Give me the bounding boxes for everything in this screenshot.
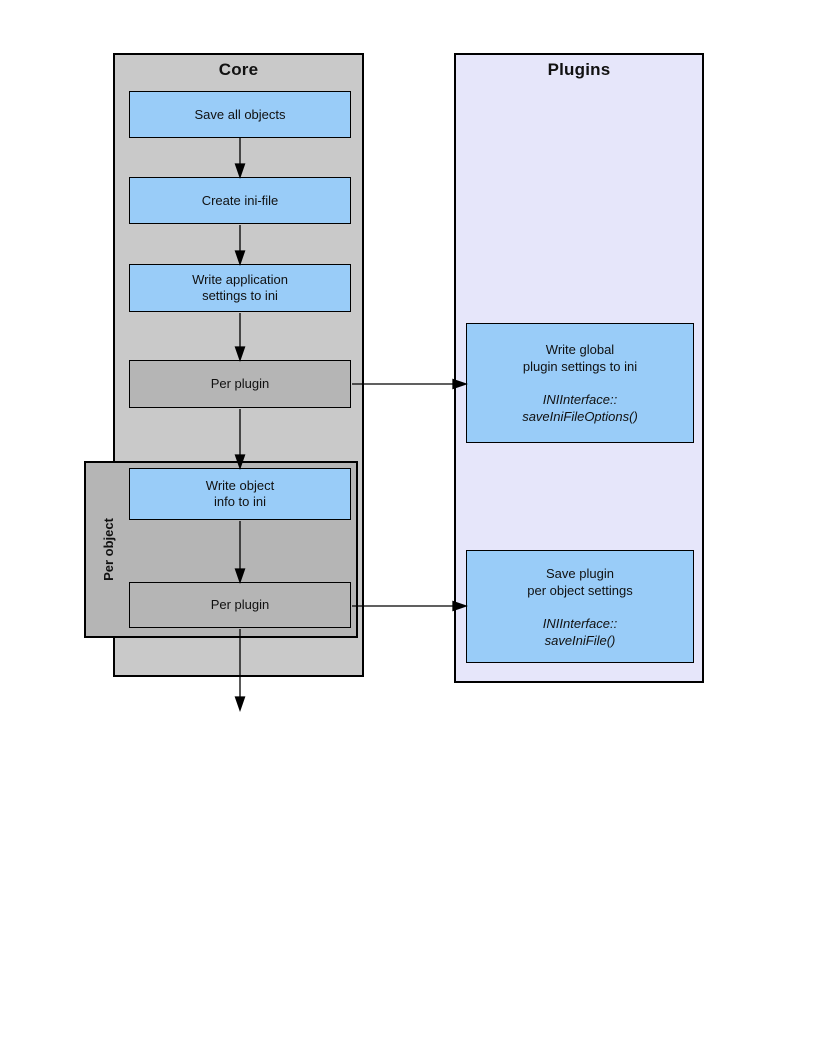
step-write-application-settings: Write application settings to ini (129, 264, 351, 312)
step-per-plugin-global: Per plugin (129, 360, 351, 408)
step-create-ini-file: Create ini-file (129, 177, 351, 224)
plugins-title: Plugins (547, 60, 611, 79)
step-per-plugin-object: Per plugin (129, 582, 351, 628)
per-object-label-strip: Per object (86, 463, 131, 636)
step-save-all-objects: Save all objects (129, 91, 351, 138)
plugin-per-object-settings-method: INIInterface:: saveIniFile() (542, 615, 618, 648)
core-title: Core (218, 60, 259, 79)
plugin-global-settings-label: Write global plugin settings to ini (522, 342, 638, 374)
step-write-object-info: Write object info to ini (129, 468, 351, 520)
plugin-global-settings-method: INIInterface:: saveIniFileOptions() (522, 392, 638, 424)
plugin-global-settings-box: Write global plugin settings to ini INII… (466, 323, 694, 443)
per-object-label: Per object (101, 518, 117, 581)
plugin-per-object-settings-box: Save plugin per object settings INIInter… (466, 550, 694, 663)
plugin-per-object-settings-label: Save plugin per object settings (527, 565, 633, 598)
arrowhead-exit-core (234, 696, 246, 712)
